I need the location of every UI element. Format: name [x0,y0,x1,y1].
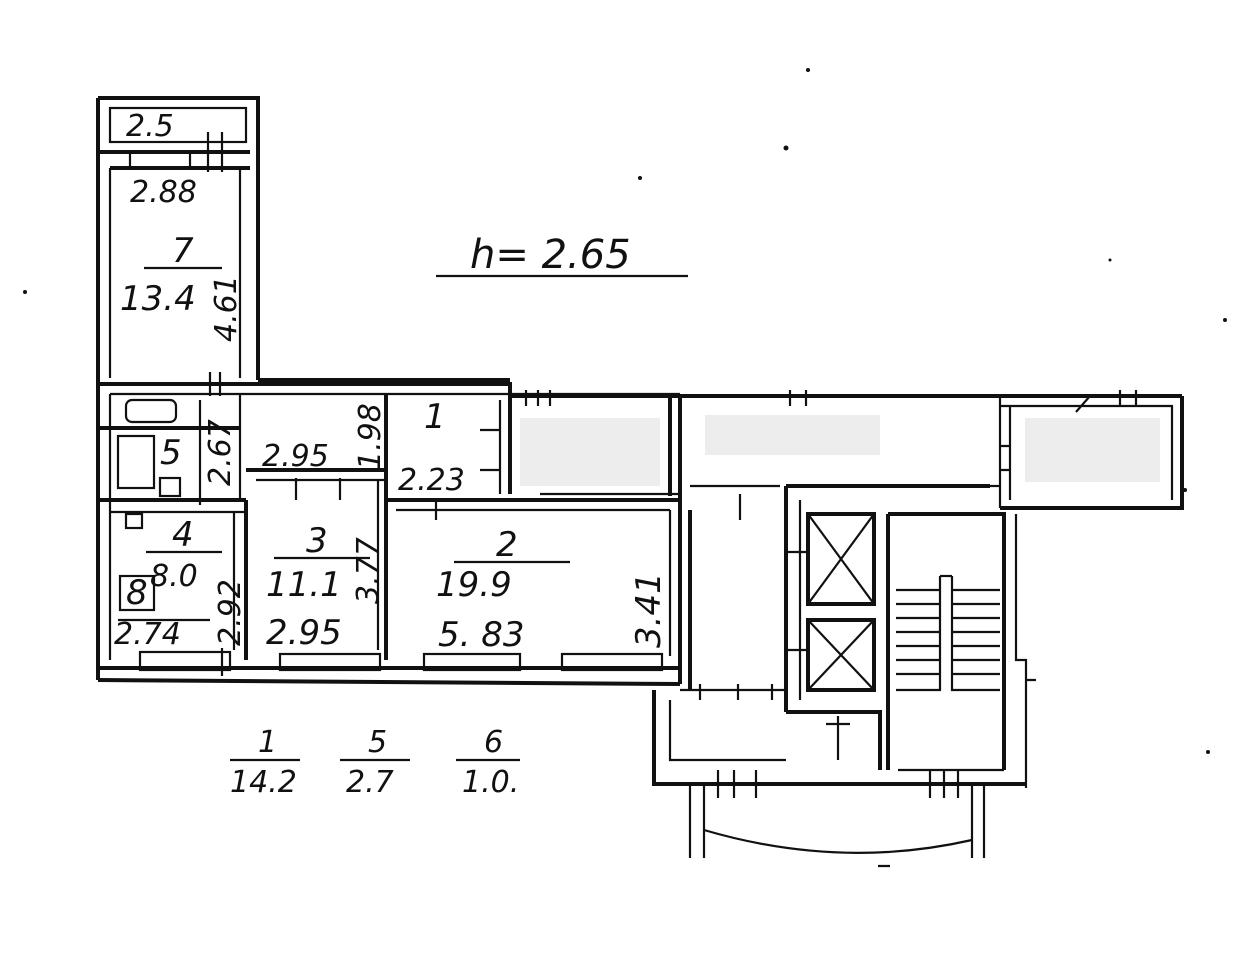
room4-number: 4 [172,515,194,555]
room8-number: 8 [126,573,148,613]
room7-area: 13.4 [120,279,196,319]
interior-walls [98,394,1012,684]
room2-number: 2 [496,525,518,565]
room4-area: 8.0 [150,559,198,594]
main-walls [97,378,1184,686]
room1-number: 1 [424,397,446,437]
room7-width: 2.88 [130,175,197,210]
room5-dim: 2.67 [203,419,238,486]
room2-length: 3.41 [629,572,669,648]
left-wing-walls [96,96,260,680]
room4-width: 2.74 [114,617,181,652]
room2-area: 19.9 [436,565,512,605]
legend-area-1: 14.2 [230,765,297,800]
room4-length: 2.92 [213,579,248,646]
room3-number: 3 [306,521,328,561]
room5-number: 5 [160,433,182,473]
legend-area-2: 2.7 [346,765,394,800]
corridor-width: 2.95 [262,439,329,474]
room7-length: 4.61 [209,275,244,342]
bottom-windows [138,650,664,672]
tick-marks [208,372,1138,868]
room1-width: 2.23 [398,463,465,498]
corridor-length: 1.98 [353,403,388,470]
room3-length: 3.77 [351,537,386,604]
room7-number: 7 [172,231,194,271]
ceiling-height-label: h= 2.65 [470,232,631,278]
legend-area-3: 1.0. [462,765,519,800]
balcony-dim: 2.5 [126,109,174,144]
room3-area: 11.1 [266,565,342,605]
area-legend: 1 14.2 5 2.7 6 1.0. [230,725,519,800]
stair-core [652,484,1028,858]
erased-areas [520,415,1160,486]
legend-number-3: 6 [484,725,503,760]
room2-width: 5. 83 [438,615,525,655]
room3-width: 2.95 [266,613,342,653]
legend-number-1: 1 [258,725,277,760]
legend-number-2: 5 [368,725,387,760]
room-number-underlines [144,266,688,762]
